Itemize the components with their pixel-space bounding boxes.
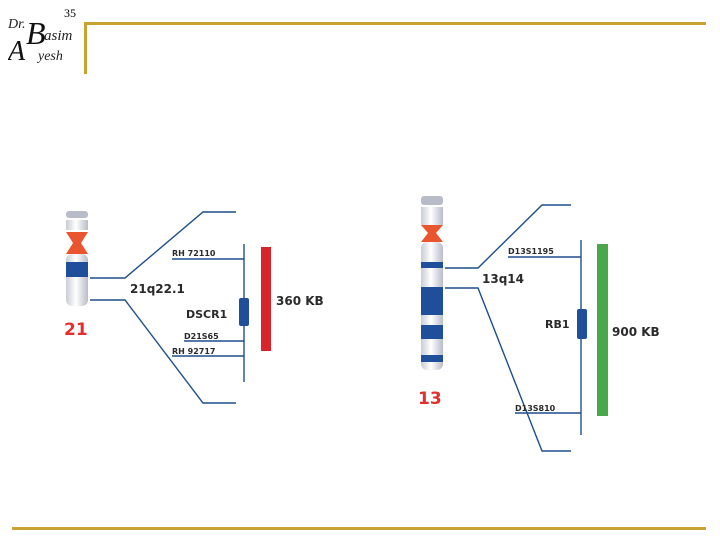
chr13-band-4: [421, 355, 443, 362]
chr21-centromere: [66, 232, 88, 254]
chr13-band-3: [421, 325, 443, 339]
chr13-gene-label: RB1: [545, 318, 570, 331]
panel-chromosome-13: 13 13q14 D13S1195 D13S810 RB1 900 KB: [418, 196, 660, 452]
chr21-size-label: 360 KB: [276, 294, 324, 308]
chr21-band-label: 21q22.1: [130, 282, 185, 296]
chr13-zoom-line-bottom: [445, 287, 571, 452]
chr21-marker-rh72110: RH 72110: [172, 249, 216, 258]
chr21-zoom-line-bottom: [90, 299, 236, 404]
chr21-p-stalk: [66, 220, 88, 230]
top-rule: [86, 22, 706, 25]
chr13-p-arm: [421, 196, 443, 205]
chr21-dark-band: [66, 262, 88, 277]
chromosome-13-ideogram: [421, 196, 443, 370]
logo-initial-a: A: [8, 36, 26, 66]
chr21-region-bar: [261, 247, 271, 351]
chr21-gene-label: DSCR1: [186, 308, 227, 321]
logo-text-asim: asim: [44, 28, 73, 44]
chr13-marker-d13s1195: D13S1195: [508, 247, 554, 256]
chromosome-21-ideogram: [66, 211, 88, 306]
chr21-marker-rh92717: RH 92717: [172, 347, 215, 356]
chr13-band-label: 13q14: [482, 272, 524, 286]
panel-chromosome-21: 21 21q22.1 RH 72110 D21S65 RH 92717 DSCR…: [64, 211, 324, 404]
chr13-band-1: [421, 262, 443, 268]
chromosome-21-label: 21: [64, 320, 88, 340]
chr21-zoom-line-top: [90, 211, 236, 279]
chr13-region-bar: [597, 244, 608, 416]
logo-text-yesh: yesh: [36, 49, 63, 64]
chr21-p-arm: [66, 211, 88, 218]
chr13-band-2: [421, 287, 443, 315]
chr13-size-label: 900 KB: [612, 325, 660, 339]
left-rule: [84, 22, 87, 74]
chr21-gene-marker: [239, 298, 249, 326]
slide-number: 35: [64, 6, 76, 20]
chr13-centromere: [421, 225, 443, 242]
logo-initial-b: B: [26, 15, 46, 51]
logo-text-dr: Dr.: [8, 17, 26, 32]
chr13-zoom-line-top: [445, 204, 571, 269]
chr13-gene-marker: [577, 309, 587, 339]
bottom-rule: [12, 527, 706, 530]
logo: Dr. B asim A yesh: [8, 15, 73, 66]
chr13-p-stalk: [421, 207, 443, 225]
chromosome-13-label: 13: [418, 389, 442, 409]
chr21-marker-d21s65: D21S65: [184, 332, 219, 341]
chr21-q-arm: [66, 254, 88, 306]
chr13-marker-d13s810: D13S810: [515, 404, 556, 413]
